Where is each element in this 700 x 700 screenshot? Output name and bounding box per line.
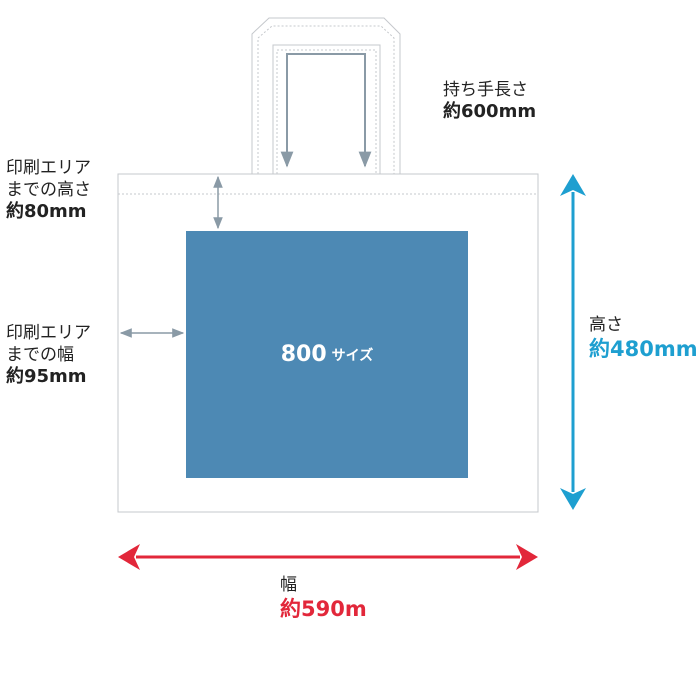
bag-width-title: 幅 (280, 575, 297, 595)
print-area (186, 231, 468, 478)
print-top-distance-label: 印刷エリア までの高さ 約80mm (6, 157, 91, 223)
bag-width-arrow (118, 544, 538, 570)
print-top-line1: 印刷エリア (6, 158, 91, 178)
handle-length-title: 持ち手長さ (443, 80, 528, 100)
bag-handle (251, 17, 401, 195)
handle-length-arrow (280, 53, 372, 168)
handle-length-value: 約600mm (443, 101, 537, 122)
print-area-size-label: 800 サイズ (186, 231, 468, 478)
print-size-number: 800 (280, 342, 327, 367)
handle-length-label: 持ち手長さ 約600mm (443, 79, 536, 123)
bag-width-label: 幅 約590m (280, 574, 367, 622)
print-side-distance-label: 印刷エリア までの幅 約95mm (6, 322, 91, 388)
bag-height-arrow (560, 174, 586, 510)
print-side-line1: 印刷エリア (6, 323, 91, 343)
bag-width-value: 約590m (280, 597, 367, 621)
print-side-value: 約95mm (6, 366, 87, 387)
print-size-unit: サイズ (331, 347, 374, 364)
print-top-line2: までの高さ (6, 180, 91, 200)
bag-height-label: 高さ 約480mm (589, 314, 698, 362)
print-side-line2: までの幅 (6, 345, 74, 365)
bag-height-title: 高さ (589, 315, 623, 335)
print-top-value: 約80mm (6, 201, 87, 222)
bag-height-value: 約480mm (589, 337, 698, 361)
